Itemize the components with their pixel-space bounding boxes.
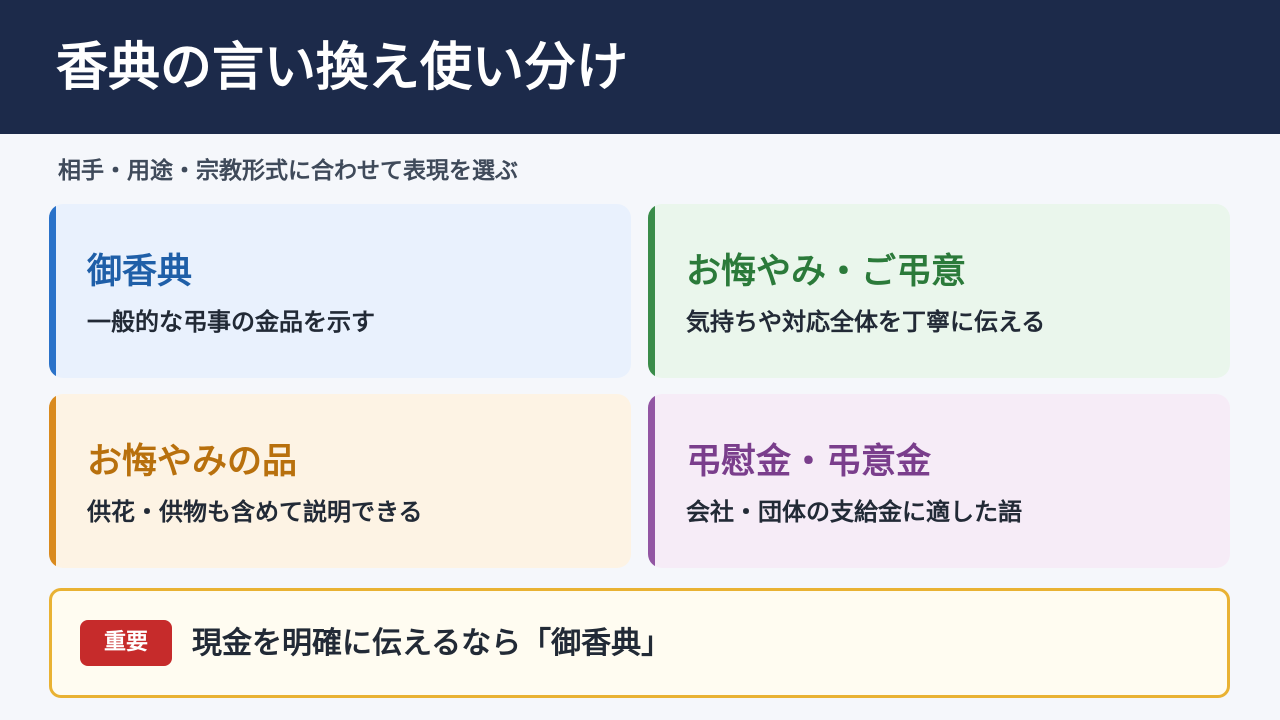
card-description: 会社・団体の支給金に適した語 [686,498,1022,526]
card-title: お悔やみ・ご弔意 [686,252,967,292]
important-badge: 重要 [80,620,172,666]
card-description: 気持ちや対応全体を丁寧に伝える [686,308,1046,336]
card-accent-bar [49,204,56,378]
card-title: 御香典 [87,252,193,292]
card-description: 一般的な弔事の金品を示す [87,308,375,336]
card-okuyami-gochoui: お悔やみ・ご弔意 気持ちや対応全体を丁寧に伝える [648,204,1230,378]
card-okuyami-no-shina: お悔やみの品 供花・供物も含めて説明できる [49,394,631,568]
card-accent-bar [49,394,56,568]
card-chouikin: 弔慰金・弔意金 会社・団体の支給金に適した語 [648,394,1230,568]
card-accent-bar [648,204,655,378]
header-bar: 香典の言い換え使い分け [0,0,1280,134]
card-accent-bar [648,394,655,568]
important-note-text: 現金を明確に伝えるなら「御香典」 [192,626,672,661]
card-title: お悔やみの品 [87,442,298,482]
important-note: 重要 現金を明確に伝えるなら「御香典」 [49,588,1230,698]
page-subtitle: 相手・用途・宗教形式に合わせて表現を選ぶ [58,158,518,184]
card-description: 供花・供物も含めて説明できる [87,498,423,526]
card-gokoden: 御香典 一般的な弔事の金品を示す [49,204,631,378]
page-title: 香典の言い換え使い分け [56,38,629,98]
card-title: 弔慰金・弔意金 [686,442,932,482]
